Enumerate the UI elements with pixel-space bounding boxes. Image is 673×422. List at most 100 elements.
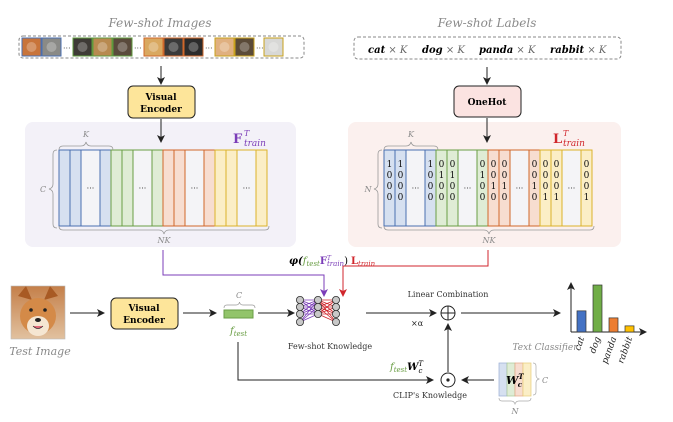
matrix-ellipsis: ···	[412, 184, 420, 193]
network-node	[295, 295, 304, 304]
onehot-value: 1	[428, 160, 434, 170]
onehot-value: 0	[428, 182, 434, 192]
thumb-ellipsis: ···	[205, 44, 213, 53]
ftest-c-label: C	[236, 291, 242, 300]
dot-center	[446, 378, 450, 382]
thumbnail-highlight	[148, 42, 159, 52]
network-node	[313, 295, 322, 304]
matrix-column-rabbit	[214, 149, 227, 227]
onehot-value: 1	[398, 160, 404, 170]
visual-encoder-bottom-line2: Encoder	[123, 316, 165, 326]
onehot-value: 0	[584, 171, 590, 181]
onehot-value: 0	[439, 182, 445, 192]
wc-n-brace	[498, 397, 532, 406]
matrix-ellipsis: ···	[516, 184, 524, 193]
onehot-value: 1	[439, 171, 445, 181]
feature-connector	[162, 250, 328, 297]
thumbnail-rabbit	[263, 37, 284, 57]
nk-brace	[58, 225, 270, 235]
label-matrix-name: L	[553, 132, 562, 147]
thumbnail-highlight	[26, 42, 37, 52]
matrix-ellipsis: ···	[87, 184, 95, 193]
n-brace	[373, 149, 383, 229]
label-rabbit: rabbit × K	[550, 45, 607, 56]
onehot-value: 0	[502, 160, 508, 170]
thumbnail-highlight	[188, 42, 199, 52]
thumbnail-highlight	[97, 42, 108, 52]
n-label: N	[364, 185, 373, 194]
alpha-label: ×α	[411, 319, 424, 328]
onehot-value: 0	[439, 160, 445, 170]
onehot-value: 0	[491, 171, 497, 181]
network-node	[313, 309, 322, 318]
text-classifier-matrix	[498, 362, 532, 397]
onehot-value: 0	[480, 182, 486, 192]
bar-rabbit	[624, 325, 635, 333]
few-shot-network-icon	[295, 295, 340, 326]
network-edge-red	[317, 299, 337, 323]
matrix-column-dog	[121, 149, 134, 227]
network-node	[331, 309, 340, 318]
bar-panda	[608, 317, 619, 333]
onehot-value: 0	[480, 193, 486, 203]
tick-label-dog: dog	[588, 335, 603, 355]
matrix-column-rabbit	[255, 149, 268, 227]
thumbnail-dog	[72, 37, 93, 57]
feature-matrix: ············	[58, 149, 268, 227]
label-panda: panda × K	[479, 45, 536, 56]
matrix-column-dog	[151, 149, 164, 227]
onehot-value: 0	[502, 171, 508, 181]
onehot-value: 0	[428, 171, 434, 181]
onehot-value: 0	[450, 193, 456, 203]
onehot-value: 0	[387, 182, 393, 192]
label-k-label: K	[407, 130, 415, 139]
onehot-value: 0	[450, 182, 456, 192]
feature-matrix-sub: train	[244, 139, 266, 149]
bar-dog	[592, 284, 603, 333]
thumbnail-rabbit	[234, 37, 255, 57]
onehot-value: 0	[480, 160, 486, 170]
nk-label: NK	[157, 236, 172, 245]
label-nk-brace	[383, 225, 595, 235]
onehot-value: 1	[554, 193, 560, 203]
onehot-box	[453, 85, 522, 118]
matrix-column-rabbit	[225, 149, 238, 227]
thumbnail-panda	[143, 37, 164, 57]
visual-encoder-top	[127, 85, 196, 119]
matrix-column-cat	[69, 149, 82, 227]
onehot-value: 1	[584, 193, 590, 203]
matrix-column-panda	[203, 149, 216, 227]
onehot-label: OneHot	[468, 98, 508, 108]
test-image-label: Test Image	[9, 345, 71, 358]
onehot-value: 0	[543, 160, 549, 170]
thumbnail-panda	[183, 37, 204, 57]
label-matrix: 10001000···100001000100···010000100010··…	[383, 149, 593, 227]
c-brace	[48, 149, 58, 229]
thumbnail-highlight	[117, 42, 128, 52]
onehot-value: 0	[554, 171, 560, 181]
onehot-value: 0	[543, 171, 549, 181]
visual-encoder-top-line1: Visual	[144, 93, 177, 103]
matrix-ellipsis: ···	[568, 184, 576, 193]
network-edge-purple	[299, 299, 319, 323]
visual-encoder-bottom	[110, 297, 179, 330]
thumbnail-highlight	[219, 42, 230, 52]
thumb-ellipsis: ···	[134, 44, 142, 53]
thumbnail-cat	[41, 37, 62, 57]
label-connector	[339, 250, 489, 297]
c-label: C	[40, 185, 46, 194]
network-node	[295, 302, 304, 311]
few-shot-images-box	[18, 35, 305, 59]
onehot-value: 0	[532, 193, 538, 203]
ftest-vector	[223, 309, 254, 319]
feature-matrix-sup: T	[244, 129, 250, 138]
onehot-value: 1	[450, 171, 456, 181]
onehot-value: 0	[532, 171, 538, 181]
onehot-value: 1	[543, 193, 549, 203]
onehot-value: 1	[491, 182, 497, 192]
